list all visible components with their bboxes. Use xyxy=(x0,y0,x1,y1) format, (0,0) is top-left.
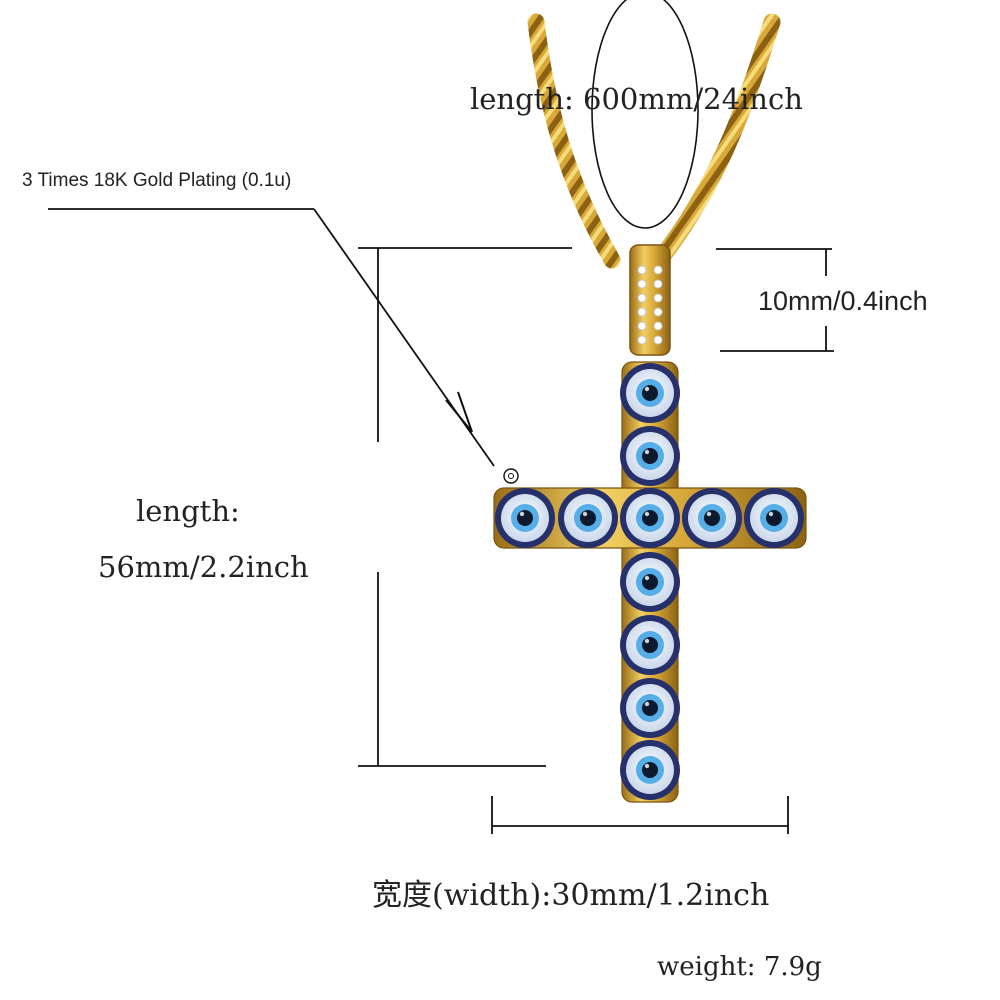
plating-label: 3 Times 18K Gold Plating (0.1u) xyxy=(22,170,292,191)
chain-length-label: length: 600mm/24inch xyxy=(470,82,803,116)
length-dimension xyxy=(358,247,572,767)
chain-length-ellipse xyxy=(591,0,699,229)
bail-dimension xyxy=(716,248,834,352)
bail-height-label: 10mm/0.4inch xyxy=(758,286,928,316)
width-label: 宽度(width):30mm/1.2inch xyxy=(372,878,770,913)
width-dimension xyxy=(491,796,789,834)
weight-label: weight: 7.9g xyxy=(657,952,822,982)
plating-pointer xyxy=(48,208,519,484)
pendant-length-label: length: xyxy=(136,494,240,528)
pendant-bail xyxy=(629,244,671,356)
bail-stones xyxy=(637,265,663,345)
rope-chain-right xyxy=(649,13,781,271)
pendant-length-value: 56mm/2.2inch xyxy=(98,550,309,584)
rope-chain-left xyxy=(527,13,621,269)
evil-eye-stones xyxy=(495,363,804,800)
